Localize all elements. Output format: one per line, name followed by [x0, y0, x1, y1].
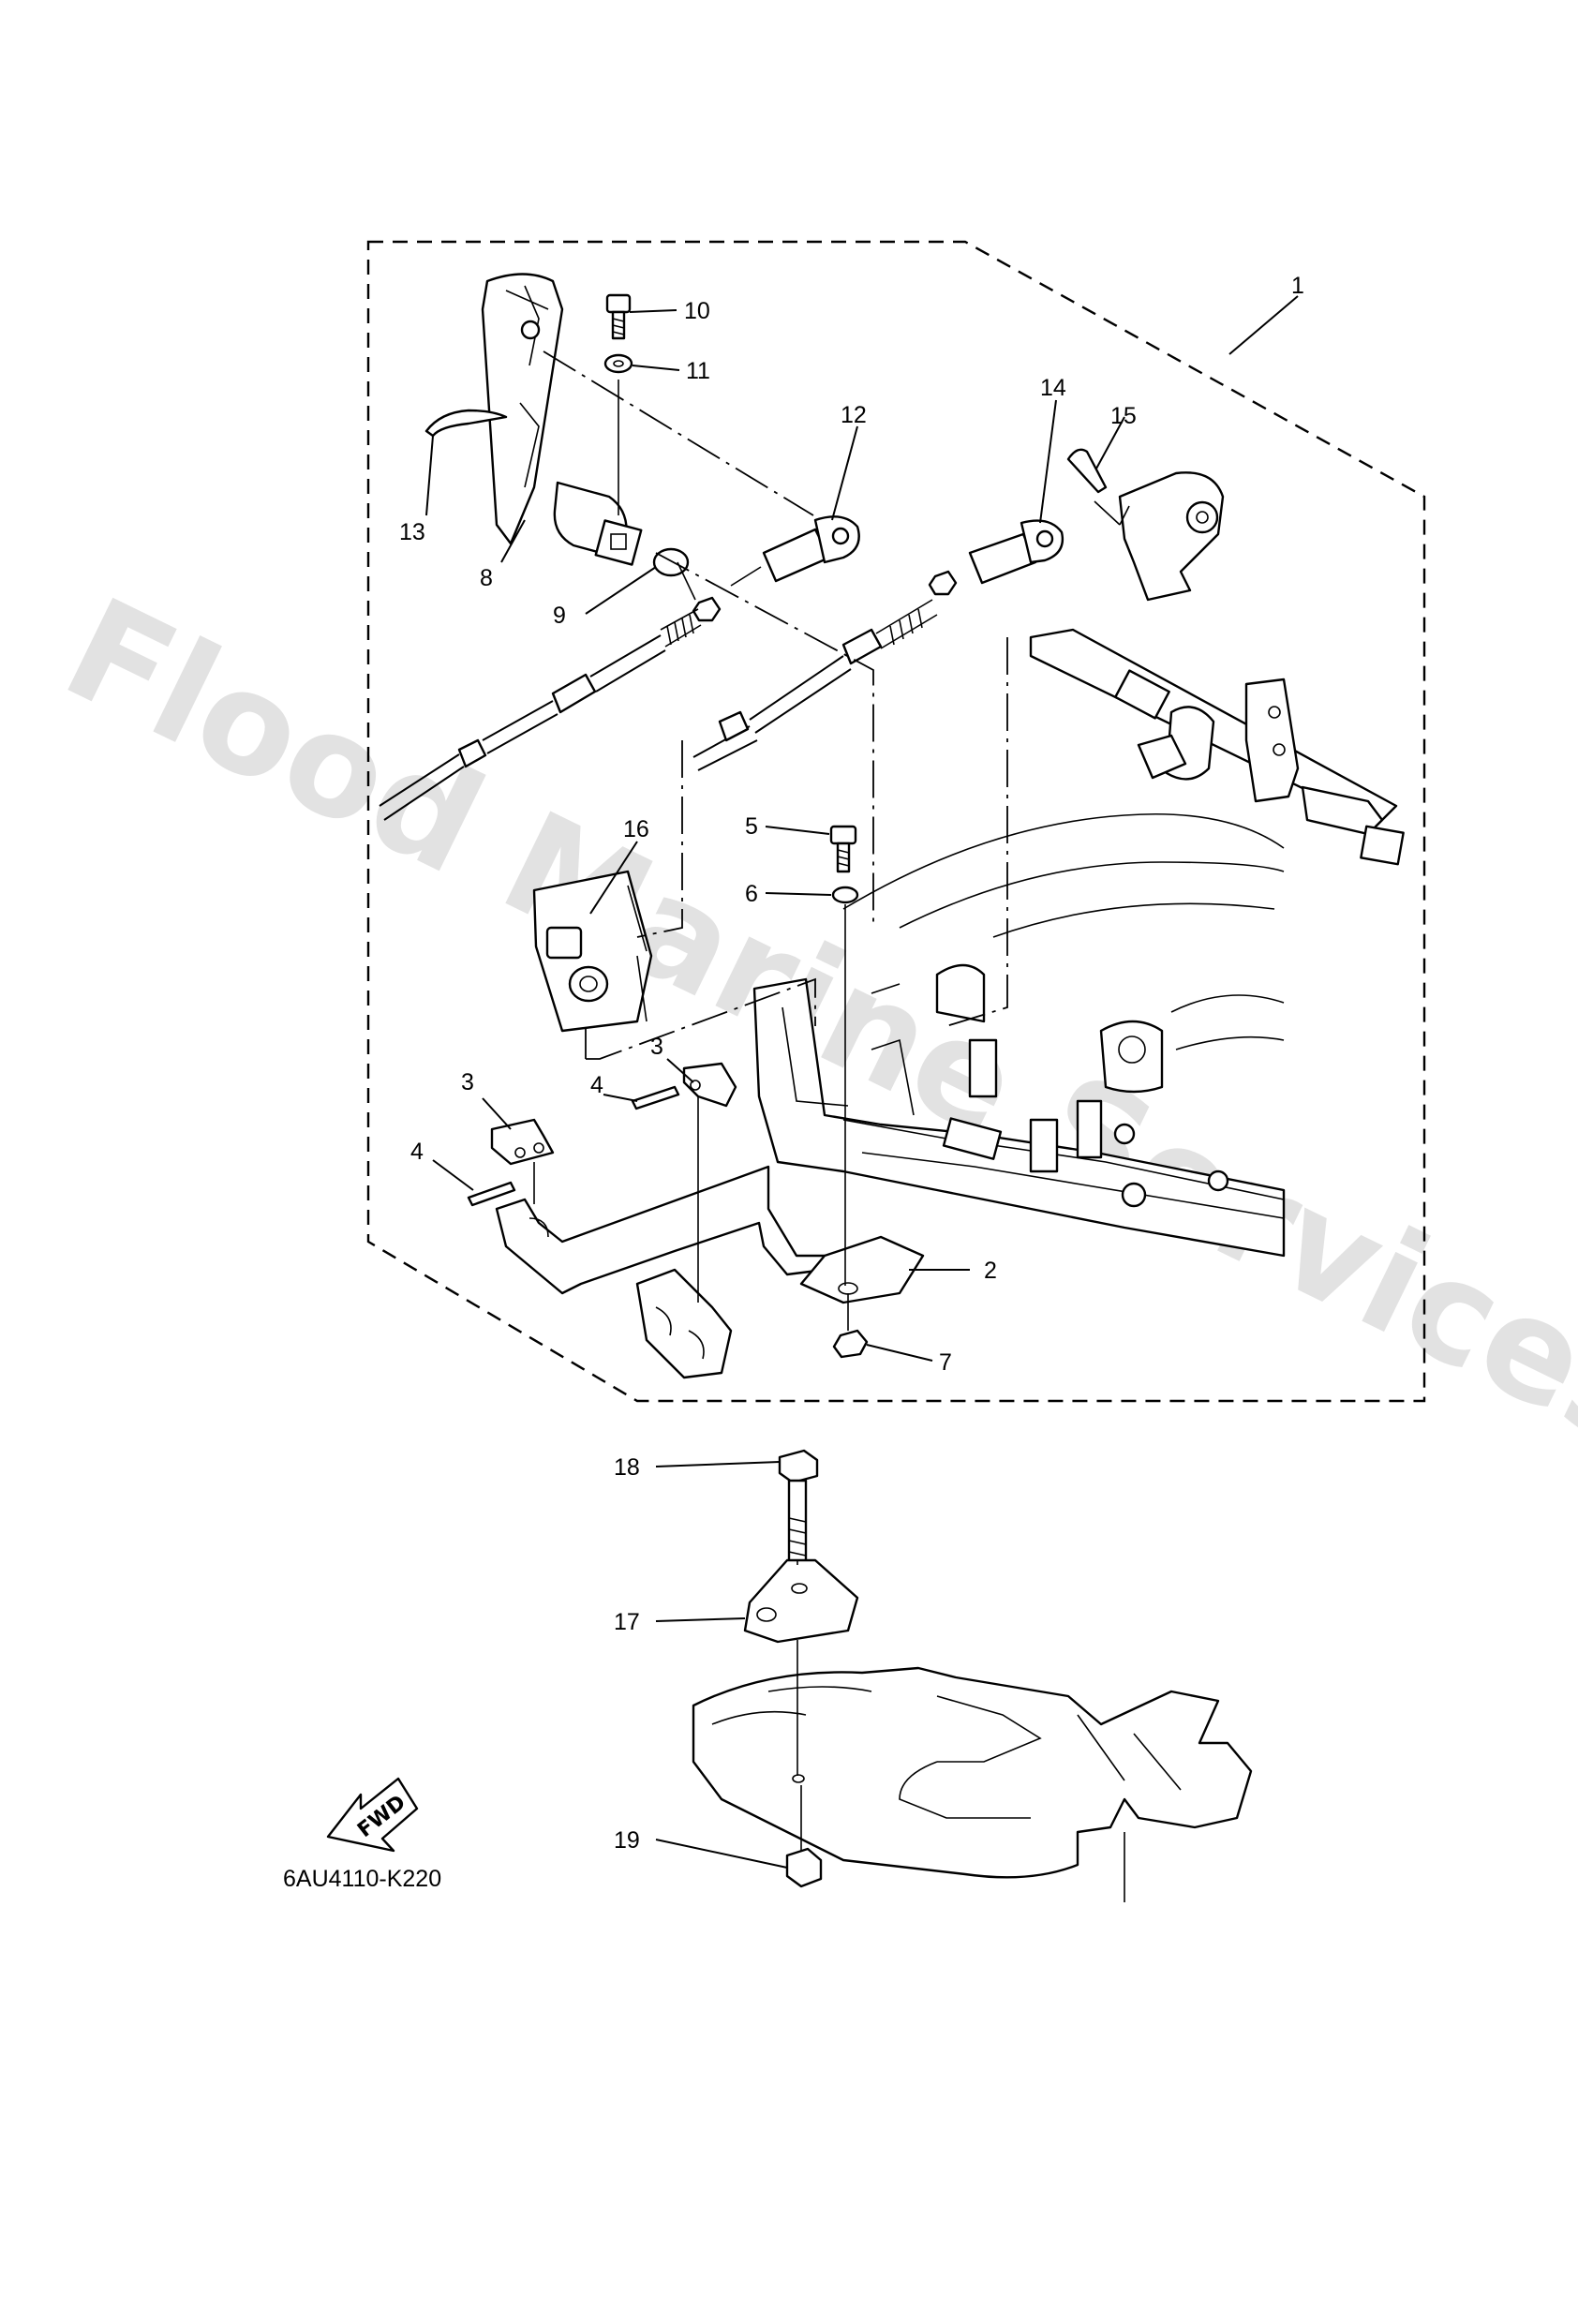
callout-6: 6: [745, 881, 758, 907]
part-16-grommet: [532, 870, 653, 1033]
part-10-bolt: [605, 293, 632, 340]
callout-16: 16: [623, 816, 649, 842]
cable-nut-right: [928, 570, 958, 596]
lower-bracket-body: [692, 1666, 1253, 1902]
callout-19: 19: [614, 1827, 640, 1854]
control-cable-lower: [379, 608, 702, 821]
callout-17: 17: [614, 1609, 640, 1635]
part-3-holder-right: [682, 1062, 737, 1108]
part-4-pin-left: [467, 1181, 516, 1207]
part-13-clip: [424, 409, 508, 438]
callout-7: 7: [939, 1349, 952, 1376]
callout-8: 8: [480, 565, 493, 591]
callout-1: 1: [1291, 273, 1304, 299]
callout-3-left: 3: [461, 1069, 474, 1095]
part-2-bracket: [495, 1165, 925, 1379]
part-5-bolt: [829, 825, 857, 873]
part-17-plate: [743, 1558, 859, 1644]
callouts: 1 2 3 3 4 4 5 6 7 8 9 10 11 12 13 14 15 …: [399, 273, 1304, 1854]
part-7-nut: [832, 1329, 869, 1359]
callout-4-right: 4: [590, 1072, 603, 1098]
callout-14: 14: [1040, 375, 1066, 401]
callout-3-right: 3: [650, 1034, 663, 1060]
control-cable-upper: [692, 599, 938, 771]
part-19-nut: [785, 1847, 823, 1888]
callout-2: 2: [984, 1258, 997, 1284]
callout-12: 12: [841, 402, 867, 428]
callout-10: 10: [684, 298, 710, 324]
callout-9: 9: [553, 603, 566, 629]
part-11-washer: [603, 353, 633, 374]
part-15-pin: [1066, 448, 1108, 494]
leader-lines: [425, 295, 1299, 1869]
fwd-arrow-icon: FWD: [326, 1777, 419, 1853]
callout-18: 18: [614, 1454, 640, 1481]
bottom-cowling: [752, 812, 1286, 1258]
part-18-bolt: [778, 1449, 819, 1565]
assembly-lines: [533, 350, 1121, 1851]
part-3-holder-left: [490, 1118, 555, 1166]
part-4-pin-right: [631, 1085, 680, 1110]
callout-4-left: 4: [410, 1139, 424, 1165]
part-12-joint: [762, 515, 860, 583]
callout-5: 5: [745, 813, 758, 840]
assembly-boundary: [366, 240, 1426, 1403]
part-9-o-ring: [652, 547, 690, 577]
callout-13: 13: [399, 519, 425, 545]
part-6-washer: [831, 886, 859, 904]
shift-shaft-assembly: [1029, 628, 1405, 866]
part-8-lever: [481, 273, 643, 566]
diagram-code: 6AU4110-K220: [283, 1866, 441, 1892]
callout-15: 15: [1110, 403, 1137, 429]
callout-11: 11: [686, 358, 710, 384]
part-14-joint: [968, 519, 1064, 585]
throttle-cam: [1118, 471, 1225, 602]
